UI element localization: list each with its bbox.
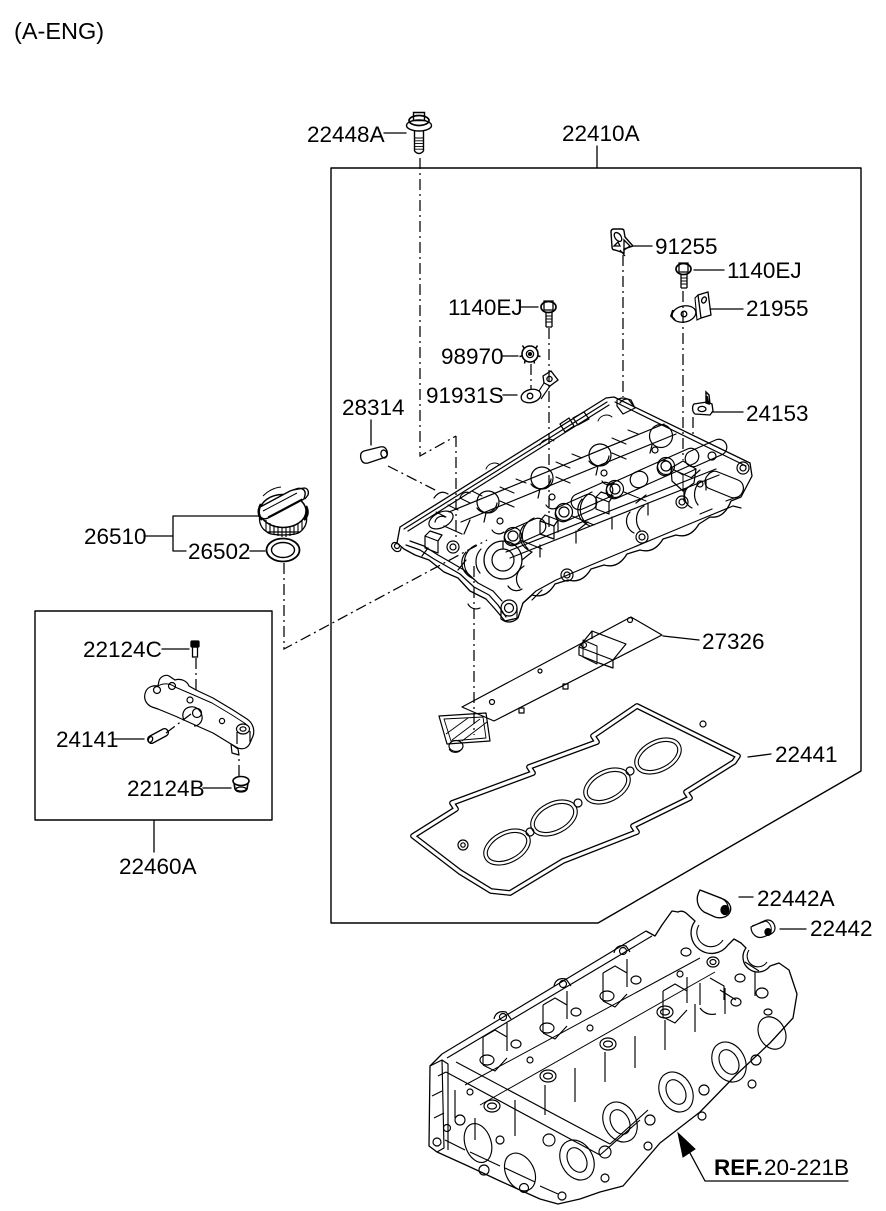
svg-text:22124B: 22124B <box>127 776 205 801</box>
svg-text:22124C: 22124C <box>83 637 162 662</box>
svg-text:91931S: 91931S <box>426 383 504 408</box>
svg-text:24153: 24153 <box>746 401 809 426</box>
svg-text:27326: 27326 <box>702 629 765 654</box>
svg-text:22448A: 22448A <box>307 122 385 147</box>
svg-text:28314: 28314 <box>342 395 405 420</box>
svg-text:22441: 22441 <box>775 742 838 767</box>
svg-text:REF.: REF. <box>714 1155 763 1180</box>
svg-text:22442: 22442 <box>810 916 873 941</box>
svg-text:(A-ENG): (A-ENG) <box>14 18 104 44</box>
svg-text:1140EJ: 1140EJ <box>727 258 802 283</box>
svg-text:1140EJ: 1140EJ <box>448 295 523 320</box>
svg-text:26502: 26502 <box>188 539 251 564</box>
svg-text:98970: 98970 <box>441 344 504 369</box>
svg-text:22442A: 22442A <box>757 886 835 911</box>
svg-text:22410A: 22410A <box>562 121 640 146</box>
svg-text:24141: 24141 <box>56 727 119 752</box>
svg-text:26510: 26510 <box>84 524 147 549</box>
svg-text:20-221B: 20-221B <box>764 1155 849 1180</box>
svg-text:91255: 91255 <box>655 234 718 259</box>
svg-text:21955: 21955 <box>746 296 809 321</box>
svg-text:22460A: 22460A <box>119 854 197 879</box>
